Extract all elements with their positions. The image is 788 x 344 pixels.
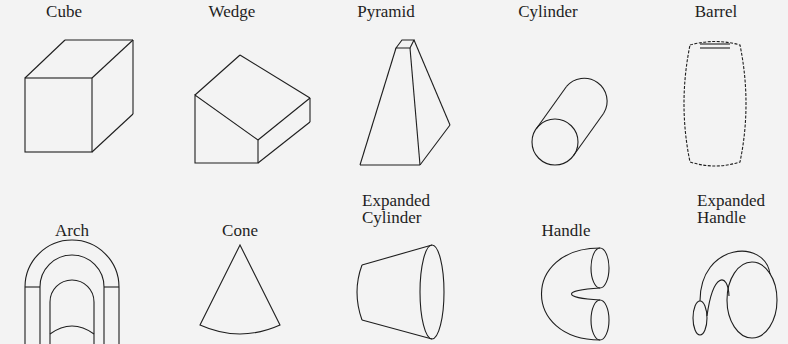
expanded-cylinder-drawing-stroke [420,245,444,339]
wedge-drawing [195,55,310,163]
shape-label: Handle [541,222,590,239]
handle-drawing-stroke [591,300,609,340]
cylinder-drawing [532,78,607,165]
handle-drawing-stroke [542,248,601,340]
handle-drawing [542,248,610,340]
expanded-handle-drawing-stroke [693,301,707,335]
cylinder-drawing-stroke [566,78,607,113]
barrel-drawing-stroke [684,42,746,167]
wedge-drawing-stroke [240,55,310,98]
wedge-drawing-stroke [195,95,258,163]
cube-drawing-stroke [92,114,133,152]
wedge-drawing-stroke [195,55,240,95]
arch-drawing [25,240,119,344]
arch-drawing-stroke [50,280,94,344]
cube-drawing-stroke [65,39,133,40]
cube-drawing-stroke [25,78,92,152]
shape-label: Expanded Cylinder [362,192,430,226]
cone-drawing-stroke [200,245,280,334]
wedge-drawing-stroke [258,98,310,140]
arch-drawing-stroke [50,326,94,334]
pyramid-drawing-stroke [410,48,420,165]
expanded-handle-drawing-stroke [707,280,729,316]
shape-label: Pyramid [357,3,415,20]
pyramid-drawing-stroke [360,164,420,165]
barrel-drawing-stroke [700,43,730,44]
arch-drawing-stroke [40,255,104,344]
pyramid-drawing-stroke [420,125,450,165]
pyramid-drawing-stroke [414,40,450,125]
expanded-cylinder-drawing [357,245,444,339]
pyramid-drawing-stroke [396,40,414,48]
shape-label: Expanded Handle [697,192,765,226]
shape-label: Cone [222,222,258,239]
wedge-drawing-stroke [309,98,310,122]
cylinder-drawing-stroke [536,87,566,129]
handle-drawing-stroke [572,288,601,300]
wedge-drawing-stroke [258,122,310,163]
expanded-cylinder-drawing-stroke [362,245,432,265]
expanded-handle-drawing [693,251,777,338]
cube-drawing [25,40,133,152]
cube-drawing-stroke [92,40,133,78]
cube-drawing-stroke [25,40,65,78]
arch-drawing-stroke [25,286,40,287]
shape-label: Arch [55,222,89,239]
arch-drawing-stroke [104,286,119,287]
expanded-handle-drawing-stroke [700,251,770,301]
expanded-cylinder-drawing-stroke [357,265,362,320]
barrel-drawing-stroke [700,47,730,48]
shape-label: Barrel [695,3,737,20]
cone-drawing [200,245,280,334]
arch-drawing-stroke [25,240,119,344]
handle-drawing-stroke [591,248,609,288]
shape-label: Wedge [209,3,256,20]
cube-drawing-stroke [132,40,133,114]
shape-label: Cube [46,3,82,20]
cylinder-drawing-stroke [574,113,604,155]
expanded-cylinder-drawing-stroke [362,320,432,339]
pyramid-drawing [360,40,450,165]
shape-label: Cylinder [518,3,578,20]
barrel-drawing [684,42,746,167]
pyramid-drawing-stroke [360,48,396,165]
